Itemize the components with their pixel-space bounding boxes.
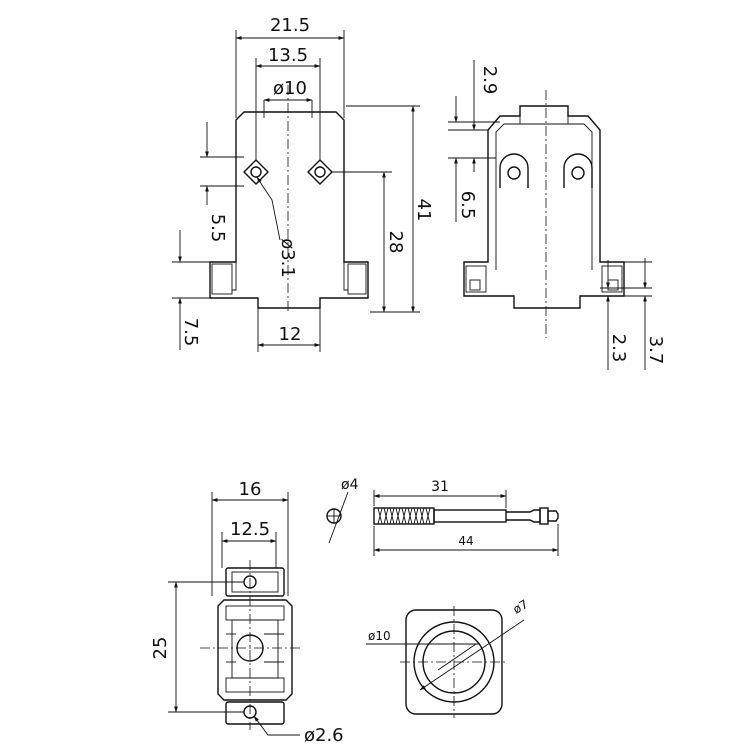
dim-front-hole-height: 28 — [385, 231, 406, 254]
nut-view: ø10 ø7 — [366, 597, 530, 718]
dim-front-top-to-hole: 5.5 — [207, 214, 228, 243]
front-right-hole — [307, 159, 333, 185]
dim-front-bore: ø10 — [273, 78, 307, 99]
dim-front-height: 41 — [413, 199, 434, 222]
dim-front-width: 21.5 — [270, 15, 310, 36]
front-view: 21.5 13.5 ø10 41 28 5.5 ø3.1 7.5 — [172, 15, 434, 352]
dim-nut-outer: ø10 — [368, 629, 391, 643]
bottom-body-outline — [217, 599, 293, 701]
dim-side-bottom-1: 2.3 — [608, 334, 629, 363]
dim-side-bottom-2: 3.7 — [645, 336, 666, 365]
side-right-boss — [563, 153, 593, 188]
dim-screw-total-len: 44 — [458, 534, 473, 548]
dim-side-top-wall: 2.9 — [479, 66, 500, 95]
dim-screw-thread-len: 31 — [431, 479, 449, 495]
dim-nut-inner: ø7 — [511, 597, 531, 617]
front-left-hole — [243, 159, 269, 185]
screw-knurl — [377, 507, 431, 525]
front-body-outline — [209, 111, 369, 309]
dim-front-hole-spacing: 13.5 — [268, 45, 308, 66]
screw-view: ø4 31 44 — [326, 477, 559, 556]
dim-bottom-height: 25 — [150, 637, 171, 660]
dim-front-hole-dia: ø3.1 — [277, 238, 298, 278]
side-left-boss — [499, 153, 529, 188]
dim-front-flange: 7.5 — [180, 318, 201, 347]
dim-side-hole-offset: 6.5 — [457, 191, 478, 220]
dim-front-bottom-width: 12 — [279, 324, 302, 345]
dim-bottom-hole-dia: ø2.6 — [304, 725, 344, 746]
bottom-view: 16 12.5 25 ø2.6 — [150, 479, 344, 746]
dim-bottom-width: 16 — [239, 479, 262, 500]
side-view: 2.9 6.5 2.3 3.7 — [448, 60, 666, 370]
dim-bottom-hole-spacing: 12.5 — [230, 519, 270, 540]
dim-screw-head: ø4 — [341, 477, 359, 493]
side-body-outer — [463, 105, 625, 309]
